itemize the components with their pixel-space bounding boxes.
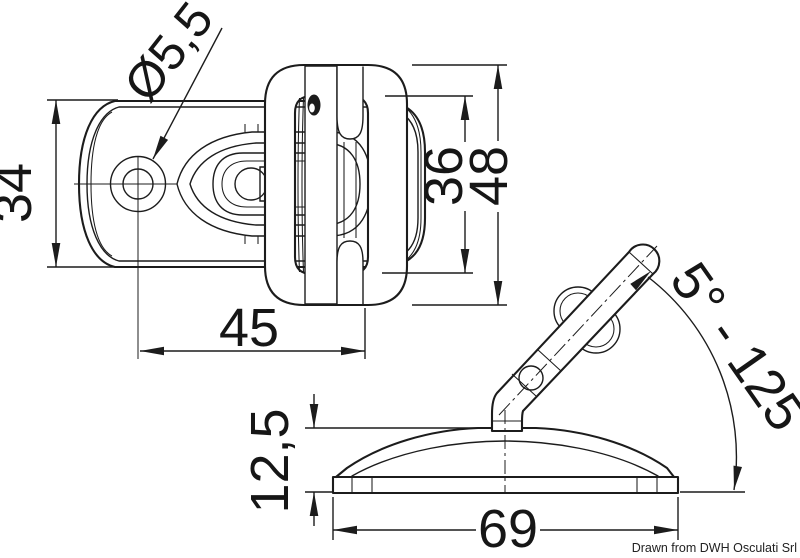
cam-slot-outer: [212, 152, 314, 216]
swivel-arm: [490, 243, 661, 433]
cam-boss-ticks: [244, 124, 259, 244]
plate-right-edge-arc: [398, 102, 422, 266]
arm-axis-centerline: [498, 245, 658, 416]
base-flange-tabs: [351, 477, 658, 493]
dim-plate-height: 34: [0, 99, 118, 268]
frame-rivet-highlight: [309, 103, 315, 113]
frame-top-slot: [336, 66, 364, 140]
dim-frame-outer-height: 48: [412, 64, 519, 306]
dim-label-base-length: 69: [478, 499, 538, 558]
dim-label-hole-to-frame: 45: [219, 298, 279, 358]
dim-label-base-height: 12,5: [240, 408, 300, 513]
dim-base-length: 69: [332, 497, 679, 558]
dim-label-swivel-angle: 5° - 125°: [659, 252, 800, 460]
dim-label-frame-outer-height: 48: [459, 146, 519, 206]
frame-strap-lines: [343, 142, 357, 238]
credit-text: Drawn from DWH Osculati Srl: [632, 541, 797, 555]
dim-base-height: 12,5: [240, 394, 489, 526]
top-view: [74, 63, 427, 307]
dim-hole-to-frame: 45: [137, 205, 366, 359]
side-view: [331, 243, 680, 495]
plate-inner-outline: [86, 106, 419, 262]
dim-swivel-angle: 5° - 125°: [630, 252, 800, 493]
cam-slot-inner: [221, 160, 313, 208]
frame-bottom-slot: [336, 240, 364, 304]
frame-webbing-lines: [297, 97, 305, 273]
swivel-arm-segment-lines: [492, 251, 654, 422]
mounting-hole-inner: [122, 168, 154, 200]
dim-label-frame-inner-height: 36: [414, 146, 474, 206]
dim-frame-inner-height: 36: [382, 95, 474, 274]
cam-boss-inner-outline: [189, 142, 361, 226]
swivel-pivot-ball: [518, 365, 544, 391]
dim-label-plate-height: 34: [0, 163, 43, 223]
